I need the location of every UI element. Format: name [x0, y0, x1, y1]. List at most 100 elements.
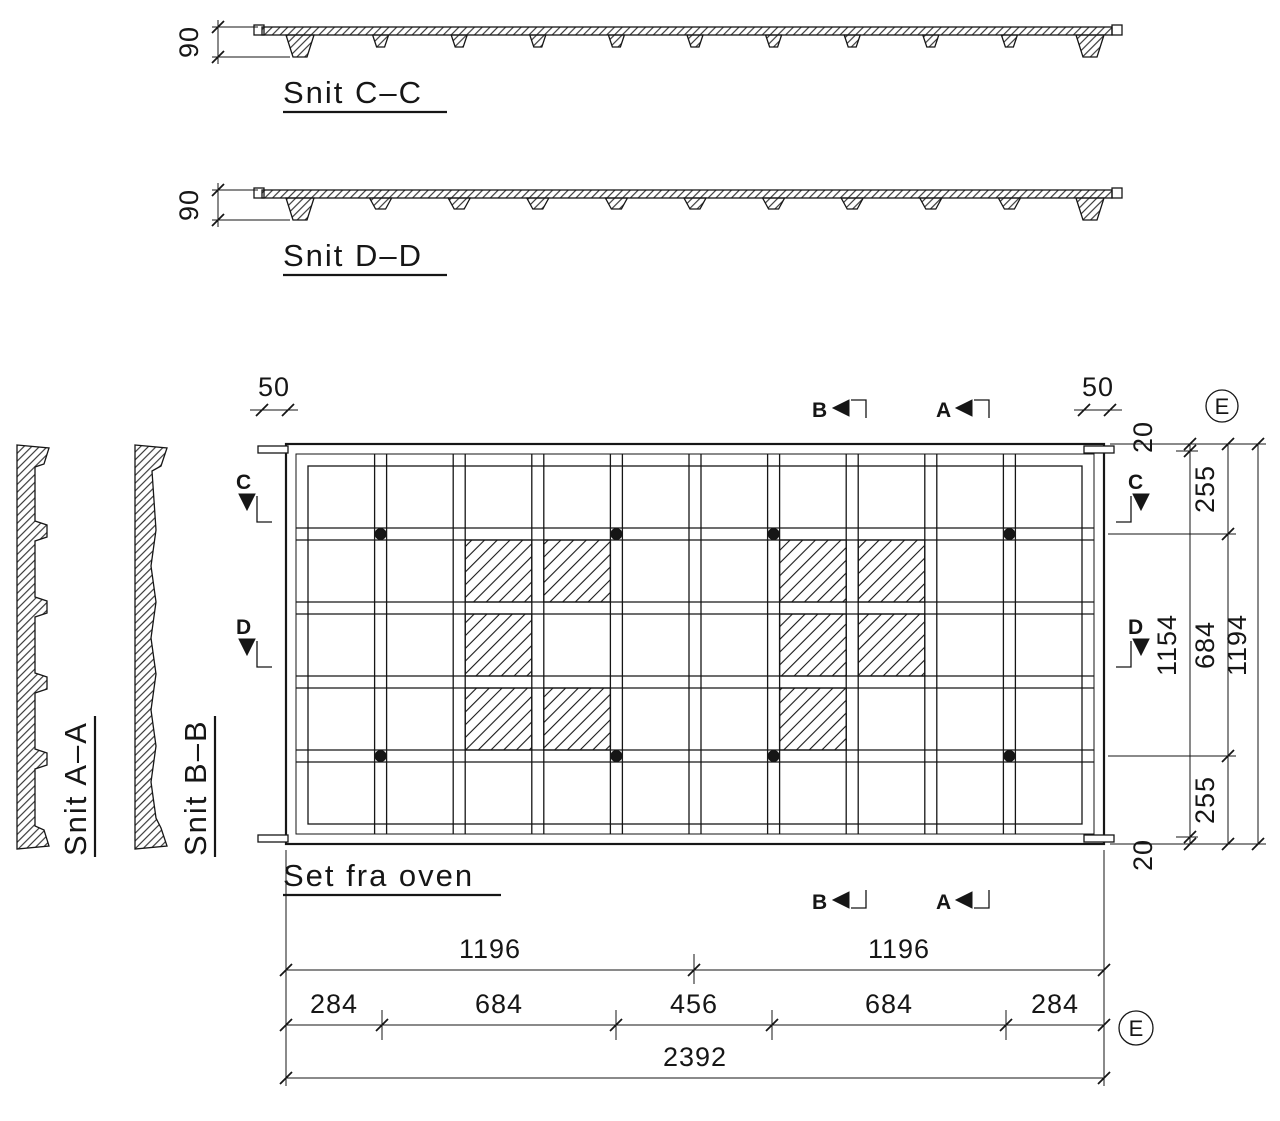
cc-rib [1000, 34, 1019, 48]
dim-255-bottom: 255 [1190, 776, 1220, 824]
marker-d-right-arrow-icon [1132, 638, 1150, 657]
hatched-cassette [778, 539, 847, 603]
dim-1196-right: 1196 [868, 934, 930, 964]
anchor-dot [1003, 750, 1016, 762]
hatched-cassette [857, 613, 926, 677]
dd-left-tab [253, 187, 265, 199]
dim-outer-height: 1194 [1222, 614, 1252, 676]
cc-left-tab [253, 24, 265, 36]
ref-circle-e-bottom [1118, 1010, 1154, 1046]
hatched-cassette [464, 687, 533, 751]
anchor-dot [374, 750, 387, 762]
section-cc-view: 90 Snit C–C [174, 20, 1123, 114]
plan-tab-bottom-right [1083, 834, 1115, 843]
ref-e-bottom: E [1129, 1016, 1144, 1041]
plan-label: Set fra oven [283, 858, 474, 893]
aa-label: Snit A–A [58, 721, 93, 856]
dim-tick [1183, 837, 1197, 851]
plan-view: Set fra oven [257, 442, 1115, 897]
marker-b-bottom-arrow-icon [831, 891, 850, 909]
dim-tick [255, 403, 269, 417]
dd-rib [604, 197, 629, 210]
marker-d-left-arrow-icon [238, 638, 256, 657]
dim-tick [279, 1071, 293, 1085]
dd-label: Snit D–D [283, 238, 423, 273]
dd-top-flange [261, 189, 1113, 199]
dim-tick [375, 1018, 389, 1032]
marker-a-top: A [936, 399, 951, 422]
dim-tick [279, 1018, 293, 1032]
anchor-dot [767, 750, 780, 762]
hatched-cassette [543, 687, 612, 751]
marker-a-bottom: A [936, 891, 951, 914]
anchor-dot [610, 528, 623, 540]
dim-tick [1251, 437, 1265, 451]
dd-right-end-block [1075, 197, 1105, 221]
dim-tick [1221, 837, 1235, 851]
plan-anchor-dots [374, 528, 1016, 762]
dim-684-left: 684 [475, 989, 523, 1019]
dim-tick [211, 50, 225, 64]
dim-684-right: 684 [1190, 621, 1220, 669]
ref-circle-e-top [1205, 389, 1239, 423]
hatched-cassette [778, 613, 847, 677]
marker-d-left-line [256, 641, 272, 668]
dd-rib [997, 197, 1022, 210]
dim-tick [1183, 437, 1197, 451]
marker-b-bottom-line [851, 890, 867, 909]
cc-rib [450, 34, 469, 48]
dim-tick [687, 963, 701, 977]
dim-total-width: 2392 [663, 1042, 727, 1072]
cc-ribs [371, 34, 1019, 48]
cc-label: Snit C–C [283, 75, 423, 110]
dim-edge-top: 20 [1128, 421, 1158, 453]
cc-left-end-block [285, 34, 315, 58]
cc-rib [607, 34, 626, 48]
dim-tick [1097, 1071, 1111, 1085]
hatched-cassette [857, 539, 926, 603]
dim-tick [211, 213, 225, 227]
dim-tick [1251, 837, 1265, 851]
dim-tick [765, 1018, 779, 1032]
hatched-cassette [464, 539, 533, 603]
dim-tick [999, 1018, 1013, 1032]
marker-c-right-arrow-icon [1132, 493, 1150, 512]
dim-684-right-bottom: 684 [865, 989, 913, 1019]
marker-c-left: C [236, 471, 251, 494]
dim-tick [1097, 963, 1111, 977]
section-markers: B A B A C D C D [236, 399, 1150, 914]
plan-outer-frame [284, 442, 1106, 846]
hatched-cassette [464, 613, 533, 677]
anchor-dot [374, 528, 387, 540]
plan-mid-frame [295, 453, 1095, 835]
dim-inner-height: 1154 [1152, 614, 1182, 676]
marker-a-bottom-line [974, 890, 990, 909]
anchor-dot [767, 528, 780, 540]
hatched-cassette [543, 539, 612, 603]
dd-rib [525, 197, 550, 210]
marker-c-right: C [1128, 471, 1143, 494]
section-aa-view: Snit A–A [16, 444, 97, 857]
cc-top-flange [261, 26, 1113, 36]
marker-a-top-line [974, 399, 990, 418]
marker-d-right: D [1128, 616, 1143, 639]
marker-d-right-line [1116, 641, 1132, 668]
dim-cc-thickness: 90 [174, 26, 204, 58]
plan-tab-top-left [257, 445, 289, 454]
dim-tick [279, 963, 293, 977]
cc-rib [371, 34, 390, 48]
dim-1196-left: 1196 [459, 934, 521, 964]
dim-tick [1221, 749, 1235, 763]
marker-a-top-arrow-icon [954, 399, 973, 417]
dd-rib [447, 197, 472, 210]
plan-grid [296, 454, 1094, 834]
cc-rib [764, 34, 783, 48]
cc-right-end-block [1075, 34, 1105, 58]
dim-tick [281, 403, 295, 417]
marker-c-right-line [1116, 496, 1132, 523]
marker-a-bottom-arrow-icon [954, 891, 973, 909]
dim-tick [1097, 1018, 1111, 1032]
dd-rib [368, 197, 393, 210]
